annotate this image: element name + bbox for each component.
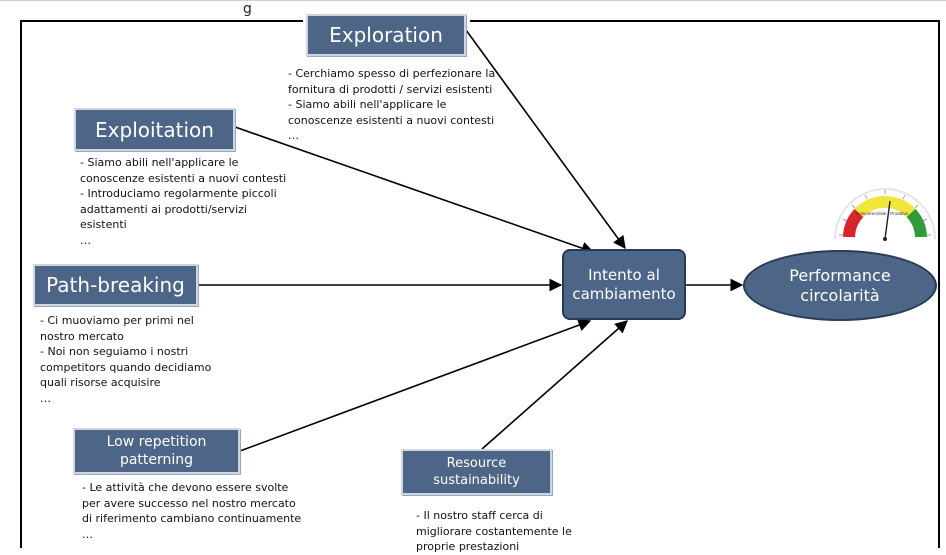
top-border [0,0,946,1]
low-repetition-box: Low repetition patterning [73,428,240,474]
low-repetition-title-line-1: Low repetition [106,434,207,450]
description-line: quali risorse acquisire [40,376,161,389]
description-line: … [288,129,299,142]
description-line: - Le attività che devono essere svolte [82,481,289,494]
low-repetition-description: - Le attività che devono essere svolte p… [82,480,301,542]
resource-title-line-2: sustainability [433,473,520,488]
outcome-line-1: Performance [789,265,891,285]
outcome-line-2: circolarità [800,285,880,305]
description-line: - Siamo abili nell'applicare le [288,98,447,111]
gauge-needle [884,200,891,240]
description-line: migliorare costantemente le [416,524,572,538]
gauge-yellow-segment [854,195,916,218]
gauge-green-segment [906,208,927,238]
exploitation-title: Exploitation [95,117,214,142]
resource-title-line-1: Resource [446,456,507,471]
description-line: - Il nostro staff cerca di [416,509,543,522]
description-line: - Noi non seguiamo i nostri [40,345,189,358]
performance-circolarita-node: Performance circolarità [743,250,937,321]
resource-sustainability-box: Resource sustainability [401,449,552,495]
description-line: esistenti [80,218,127,231]
exploration-title: Exploration [329,23,443,47]
description-line: … [82,527,93,541]
exploration-description: - Cerchiamo spesso di perfezionare la fo… [288,66,495,144]
description-line: competitors quando decidiamo [40,360,212,374]
description-line: … [40,391,51,405]
frame-top-border-left [20,20,303,22]
gauge-label-proattiva: Proattiva [890,211,908,216]
description-line: nostro mercato [40,329,124,343]
description-line: … [80,233,91,247]
description-line: di riferimento cambiano continuamente [82,512,302,525]
path-breaking-title: Path-breaking [46,273,185,297]
description-line: - Cerchiamo spesso di perfezionare la [288,67,496,80]
low-repetition-title-line-2: patterning [119,452,194,468]
gauge-icon: Concorrenziale Proattiva [834,188,936,241]
description-line: conoscenze esistenti a nuovi contesti [288,113,495,127]
exploration-box: Exploration [306,14,466,56]
path-breaking-description: - Ci muoviamo per primi nel nostro merca… [40,313,211,406]
description-line: conoscenze esistenti a nuovi contesti [80,171,287,185]
gauge-red-segment [843,208,864,238]
description-line: - Ci muoviamo per primi nel [40,314,194,327]
arrow-exploitation [234,126,595,255]
central-line-1: Intento al [588,265,660,284]
arrow-exploration [465,29,626,250]
intento-al-cambiamento-node: Intento al cambiamento [562,249,686,320]
exploitation-box: Exploitation [74,108,235,151]
header-text-fragment: g [243,1,252,17]
exploitation-description: - Siamo abili nell'applicare le conoscen… [80,155,286,248]
description-line: - Introduciamo regolarmente piccoli [80,187,277,200]
central-line-2: cambiamento [572,284,676,303]
frame-left-border [20,20,22,548]
arrow-resource-sustainability [481,320,628,450]
frame-right-border [938,20,940,548]
description-line: - Siamo abili nell'applicare le [80,156,239,169]
frame-top-border-right [470,20,940,22]
description-line: fornitura di prodotti / servizi esistent… [288,82,493,96]
description-line: per avere successo nel nostro mercato [82,496,296,510]
description-line: adattamenti ai prodotti/servizi [80,202,247,216]
arrow-low-repetition [239,319,592,452]
description-line: proprie prestazioni [416,540,520,553]
path-breaking-box: Path-breaking [33,264,198,306]
gauge-label-concorrenziale: Concorrenziale [856,211,887,216]
